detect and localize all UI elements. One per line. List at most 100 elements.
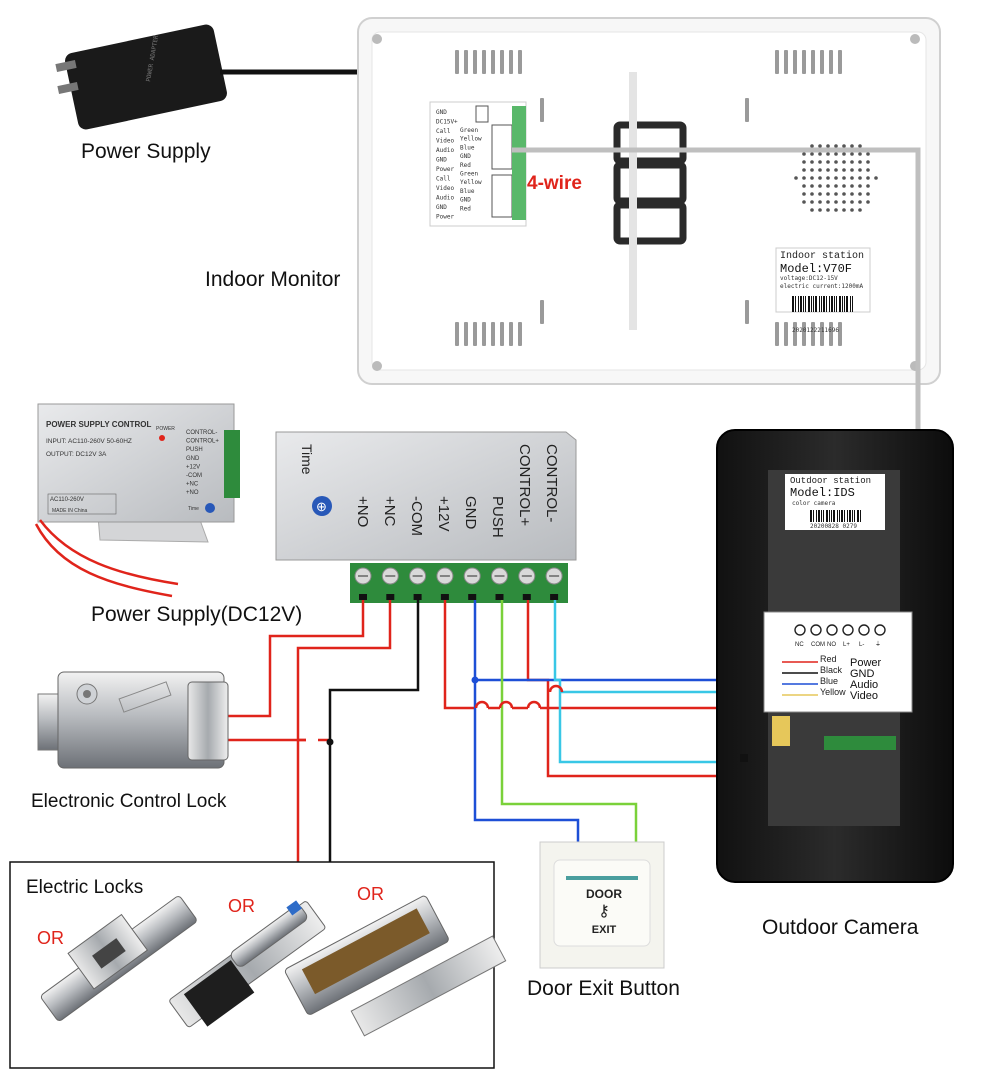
monitor-wire-color-label: Yellow xyxy=(460,136,482,143)
monitor-pin-label: Call xyxy=(436,128,451,135)
psc-large-time: Time xyxy=(299,444,315,475)
psc-terminal-label: +12V xyxy=(186,464,200,470)
monitor-pin-label: GND xyxy=(436,204,447,211)
monitor-wire-color-label: Green xyxy=(460,171,478,178)
indoor-station-serial: 2020122211696 xyxy=(792,327,839,334)
monitor-wire-color-label: Blue xyxy=(460,144,475,151)
indoor-station-model: Model:V70F xyxy=(780,262,852,276)
label-electric-locks: Electric Locks xyxy=(26,877,143,898)
camera-terminal-label: ⏚ xyxy=(875,641,881,648)
monitor-wire-color-label: Yellow xyxy=(460,179,482,186)
psc-large-terminal-label: CONTROL+ xyxy=(516,444,533,526)
monitor-pin-label: Audio xyxy=(436,195,454,202)
camera-wire-signal: GND xyxy=(850,668,875,680)
indoor-station-current: electric current:1200mA xyxy=(780,283,863,290)
barcode xyxy=(810,510,861,522)
power-supply-control-small: POWER SUPPLY CONTROL INPUT: AC110-260V 5… xyxy=(34,403,240,598)
label-or-3: OR xyxy=(357,884,384,904)
monitor-pin-label: Power xyxy=(436,214,454,221)
outdoor-camera: Outdoor station Model:IDS color camera 2… xyxy=(716,429,954,883)
camera-wire-color: Red xyxy=(820,654,837,664)
psc-terminal-label: CONTROL- xyxy=(186,430,217,436)
barcode xyxy=(792,296,853,312)
psc-title: POWER SUPPLY CONTROL xyxy=(46,420,151,429)
monitor-pin-label: DC15V+ xyxy=(436,119,458,126)
monitor-pin-label: GND xyxy=(436,157,447,164)
psc-terminal-label: GND xyxy=(186,456,200,462)
label-power-supply: Power Supply xyxy=(81,140,211,163)
monitor-pin-label: Audio xyxy=(436,147,454,154)
label-power-supply-dc12v: Power Supply(DC12V) xyxy=(91,603,302,626)
monitor-pin-label: Call xyxy=(436,176,451,183)
svg-text:⊕: ⊕ xyxy=(316,499,327,514)
label-electronic-control-lock: Electronic Control Lock xyxy=(31,791,227,812)
psc-terminal-label: PUSH xyxy=(186,447,203,453)
monitor-pin-label: Video xyxy=(436,185,454,192)
monitor-pin-label: Power xyxy=(436,166,454,173)
camera-wire-signal: Power xyxy=(850,657,882,669)
monitor-wire-color-label: GND xyxy=(460,197,471,204)
indoor-monitor: Indoor station Model:V70F voltage:DC12-1… xyxy=(357,17,941,385)
outdoor-station-subtitle: color camera xyxy=(792,500,836,507)
camera-wire-color: Blue xyxy=(820,676,838,686)
psc-output: OUTPUT: DC12V 3A xyxy=(46,451,107,458)
camera-terminal-label: COM xyxy=(811,642,825,648)
indoor-station-title: Indoor station xyxy=(780,250,864,262)
camera-terminal-label: NO xyxy=(827,642,836,648)
monitor-wire-color-label: Red xyxy=(460,162,471,169)
psc-made-in: MADE IN China xyxy=(52,508,88,514)
magnetic-lock xyxy=(284,895,507,1037)
door-button-line1: DOOR xyxy=(586,887,622,901)
camera-wire-color: Black xyxy=(820,665,843,675)
electronic-control-lock xyxy=(37,671,229,769)
power-adapter: POWER ADAPTER xyxy=(55,24,227,130)
psc-terminal-label: +NO xyxy=(186,490,199,496)
outdoor-station-model: Model:IDS xyxy=(790,486,855,500)
psc-large-terminal-label: +12V xyxy=(435,496,452,531)
psc-large-terminal-label: GND xyxy=(462,496,479,530)
label-or-2: OR xyxy=(228,896,255,916)
psc-large-terminal-label: -COM xyxy=(408,496,425,536)
camera-wire-color: Yellow xyxy=(820,687,846,697)
outdoor-station-serial: 20200828 0279 xyxy=(810,523,857,530)
monitor-wire-color-label: Red xyxy=(460,205,471,212)
psc-terminal-label: +NC xyxy=(186,482,199,488)
monitor-pin-labels: GNDDC15V+CallVideoAudioGNDPowerCallVideo… xyxy=(436,109,482,221)
label-door-exit-button: Door Exit Button xyxy=(527,977,680,1000)
speaker-grille xyxy=(794,144,878,212)
power-supply-control-large: Time ⊕ +NO +NC -COM +12V GND PUSH CONTROL+ CONT… xyxy=(275,431,577,603)
psc-time: Time xyxy=(188,506,199,512)
monitor-pin-label: GND xyxy=(436,109,447,116)
monitor-pin-label: Video xyxy=(436,138,454,145)
camera-terminal-label: L- xyxy=(859,642,864,648)
wires xyxy=(226,600,884,862)
indoor-station-voltage: voltage:DC12-15V xyxy=(780,275,838,282)
label-outdoor-camera: Outdoor Camera xyxy=(762,916,919,939)
door-button-line2: EXIT xyxy=(592,924,617,936)
psc-ac-label: AC110-260V xyxy=(50,497,84,503)
psc-input: INPUT: AC110-260V 50-60HZ xyxy=(46,438,132,445)
door-exit-button: DOOR ⚷ EXIT xyxy=(539,841,665,969)
camera-wire-signal: Audio xyxy=(850,679,878,691)
camera-terminal-label: L+ xyxy=(843,642,850,648)
four-wire-label: 4-wire xyxy=(527,173,582,194)
psc-power: POWER xyxy=(156,426,175,432)
psc-large-terminal-labels: +NO +NC -COM +12V GND PUSH CONTROL+ CONTROL- xyxy=(354,444,560,538)
psc-terminal-label: -COM xyxy=(186,473,202,479)
psc-large-terminal-label: PUSH xyxy=(489,496,506,538)
monitor-wire-color-label: Green xyxy=(460,127,478,134)
monitor-wire-color-label: Blue xyxy=(460,188,475,195)
bolt-lock xyxy=(169,900,326,1028)
key-icon: ⚷ xyxy=(598,903,610,920)
outdoor-station-title: Outdoor station xyxy=(790,476,871,486)
monitor-wire-color-label: GND xyxy=(460,153,471,160)
label-indoor-monitor: Indoor Monitor xyxy=(205,268,340,291)
psc-large-terminal-label: +NO xyxy=(354,496,371,527)
psc-large-terminal-label: +NC xyxy=(381,496,398,527)
camera-wire-signal: Video xyxy=(850,690,878,702)
camera-terminal-label: NC xyxy=(795,642,804,648)
psc-terminal-label: CONTROL+ xyxy=(186,439,219,445)
psc-large-terminal-label: CONTROL- xyxy=(543,444,560,522)
